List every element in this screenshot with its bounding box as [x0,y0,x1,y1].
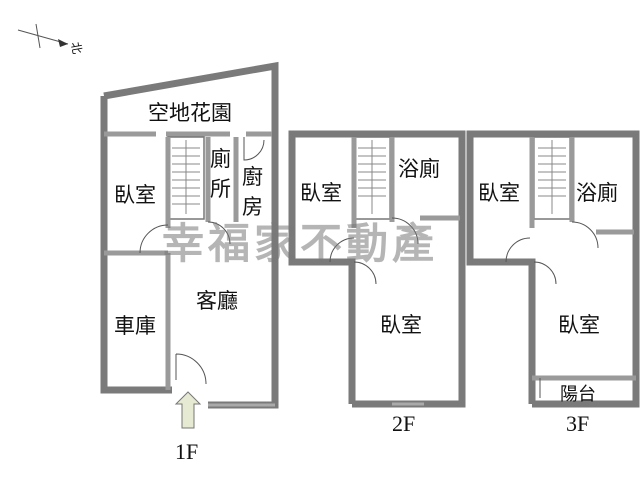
3f-room-bath: 浴廁 [576,181,618,205]
3f-outer-wall [466,130,640,408]
2f-stair-treads [358,140,386,214]
2f-door-bath [391,217,419,245]
3f-room-bedroom-b: 臥室 [558,313,600,337]
entrance-arrow-icon [174,391,202,429]
floor-2f: 臥室 浴廁 臥室 2F [288,130,466,436]
3f-stair-treads [538,140,566,214]
1f-wall-left [100,96,172,394]
2f-room-bath: 浴廁 [398,157,440,181]
3f-label: 3F [566,411,589,436]
floor-3f: 臥室 浴廁 臥室 陽台 3F [466,130,640,436]
2f-room-bedroom-b: 臥室 [380,313,422,337]
1f-stair-treads [172,140,200,214]
1f-room-wc-1: 廁 [210,147,231,171]
1f-room-kitchen-1: 廚 [242,165,263,189]
floor-1f: 空地花園 臥室 廁 所 廚 房 車庫 客廳 1F [100,61,279,464]
1f-room-garden: 空地花園 [148,101,232,125]
1f-room-living: 客廳 [196,289,238,313]
1f-room-wc-2: 所 [210,177,231,201]
watermark-logo: 幸福家不動產 [162,219,438,268]
3f-room-balcony: 陽台 [560,384,596,405]
north-arrow-icon [58,39,68,47]
1f-label: 1F [175,439,198,464]
3f-door-bedroom2 [533,261,557,285]
2f-door-bedroom2 [353,261,377,285]
1f-door-entry [175,353,207,385]
1f-room-garage: 車庫 [114,314,156,338]
3f-room-bedroom-a: 臥室 [478,181,520,205]
1f-door-kitchen [243,137,265,161]
3f-door-bath [571,221,599,249]
2f-door-bedroom [329,237,355,263]
1f-room-kitchen-2: 房 [242,195,263,219]
2f-outer-wall [288,130,466,408]
2f-room-bedroom-a: 臥室 [300,181,342,205]
1f-door-bedroom [139,224,169,254]
compass-cross [35,23,41,49]
1f-door-wc [207,221,231,245]
compass: 北 [17,23,84,55]
1f-room-bedroom: 臥室 [114,183,156,207]
2f-label: 2F [392,411,415,436]
compass-label: 北 [68,41,84,55]
3f-door-bedroom [505,237,531,263]
